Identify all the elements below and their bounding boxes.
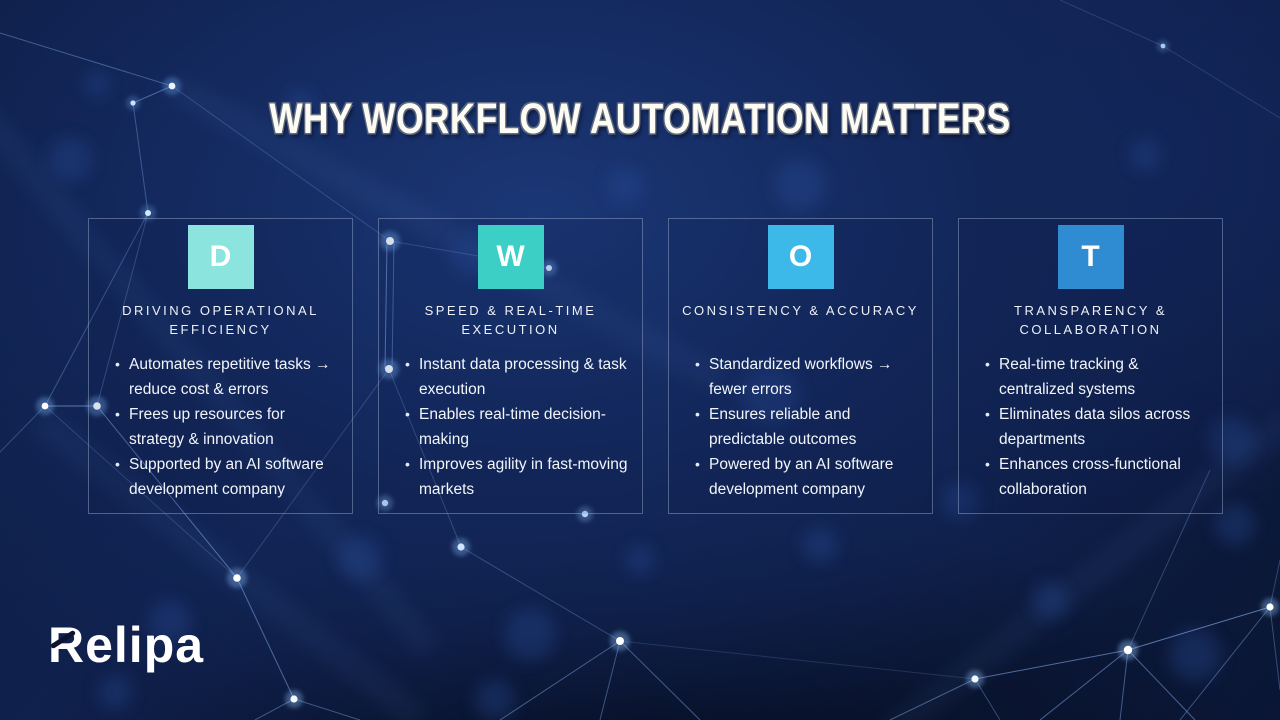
card-driving-operational-efficiency: D DRIVING OPERATIONAL EFFICIENCY Automat… xyxy=(88,218,353,514)
card-consistency-accuracy: O CONSISTENCY & ACCURACY Standardized wo… xyxy=(668,218,933,514)
badge-letter: O xyxy=(788,240,813,273)
bullet-item: Improves agility in fast-moving markets xyxy=(405,452,632,502)
bullet-item: Standardized workflows → fewer errors xyxy=(695,352,922,402)
letter-badge-t: T xyxy=(1057,225,1124,289)
dwot-cards-row: D DRIVING OPERATIONAL EFFICIENCY Automat… xyxy=(88,218,1223,514)
badge-letter: W xyxy=(496,240,525,273)
relipa-logo-text: Relipa xyxy=(48,617,205,673)
bullet-list: Standardized workflows → fewer errors En… xyxy=(669,352,932,502)
bullet-item: Supported by an AI software development … xyxy=(115,452,342,502)
bullet-item: Eliminates data silos across departments xyxy=(985,402,1212,452)
badge-letter: D xyxy=(209,240,232,273)
card-heading: CONSISTENCY & ACCURACY xyxy=(682,303,919,318)
letter-badge-w: W xyxy=(477,225,544,289)
bullet-item: Ensures reliable and predictable outcome… xyxy=(695,402,922,452)
card-heading: DRIVING OPERATIONAL EFFICIENCY xyxy=(122,303,319,337)
card-heading: TRANSPARENCY & COLLABORATION xyxy=(1014,303,1167,337)
plexus-nodes xyxy=(36,40,1279,708)
bullet-list: Real-time tracking & centralized systems… xyxy=(959,352,1222,502)
bullet-item: Powered by an AI software development co… xyxy=(695,452,922,502)
bullet-list: Automates repetitive tasks → reduce cost… xyxy=(89,352,352,502)
slide-title: WHY WORKFLOW AUTOMATION MATTERS xyxy=(0,95,1280,144)
letter-badge-o: O xyxy=(767,225,834,289)
slide-title-text: WHY WORKFLOW AUTOMATION MATTERS xyxy=(269,95,1011,143)
bullet-item: Enables real-time decision-making xyxy=(405,402,632,452)
card-heading: SPEED & REAL-TIME EXECUTION xyxy=(424,303,597,337)
card-speed-real-time-execution: W SPEED & REAL-TIME EXECUTION Instant da… xyxy=(378,218,643,514)
bullet-item: Automates repetitive tasks → reduce cost… xyxy=(115,352,342,402)
relipa-logo: Relipa xyxy=(48,616,204,674)
bullet-item: Frees up resources for strategy & innova… xyxy=(115,402,342,452)
bullet-item: Enhances cross-functional collaboration xyxy=(985,452,1212,502)
bullet-list: Instant data processing & task execution… xyxy=(379,352,642,502)
bullet-item: Instant data processing & task execution xyxy=(405,352,632,402)
badge-letter: T xyxy=(1081,240,1100,273)
card-transparency-collaboration: T TRANSPARENCY & COLLABORATION Real-time… xyxy=(958,218,1223,514)
bullet-item: Real-time tracking & centralized systems xyxy=(985,352,1212,402)
letter-badge-d: D xyxy=(187,225,254,289)
